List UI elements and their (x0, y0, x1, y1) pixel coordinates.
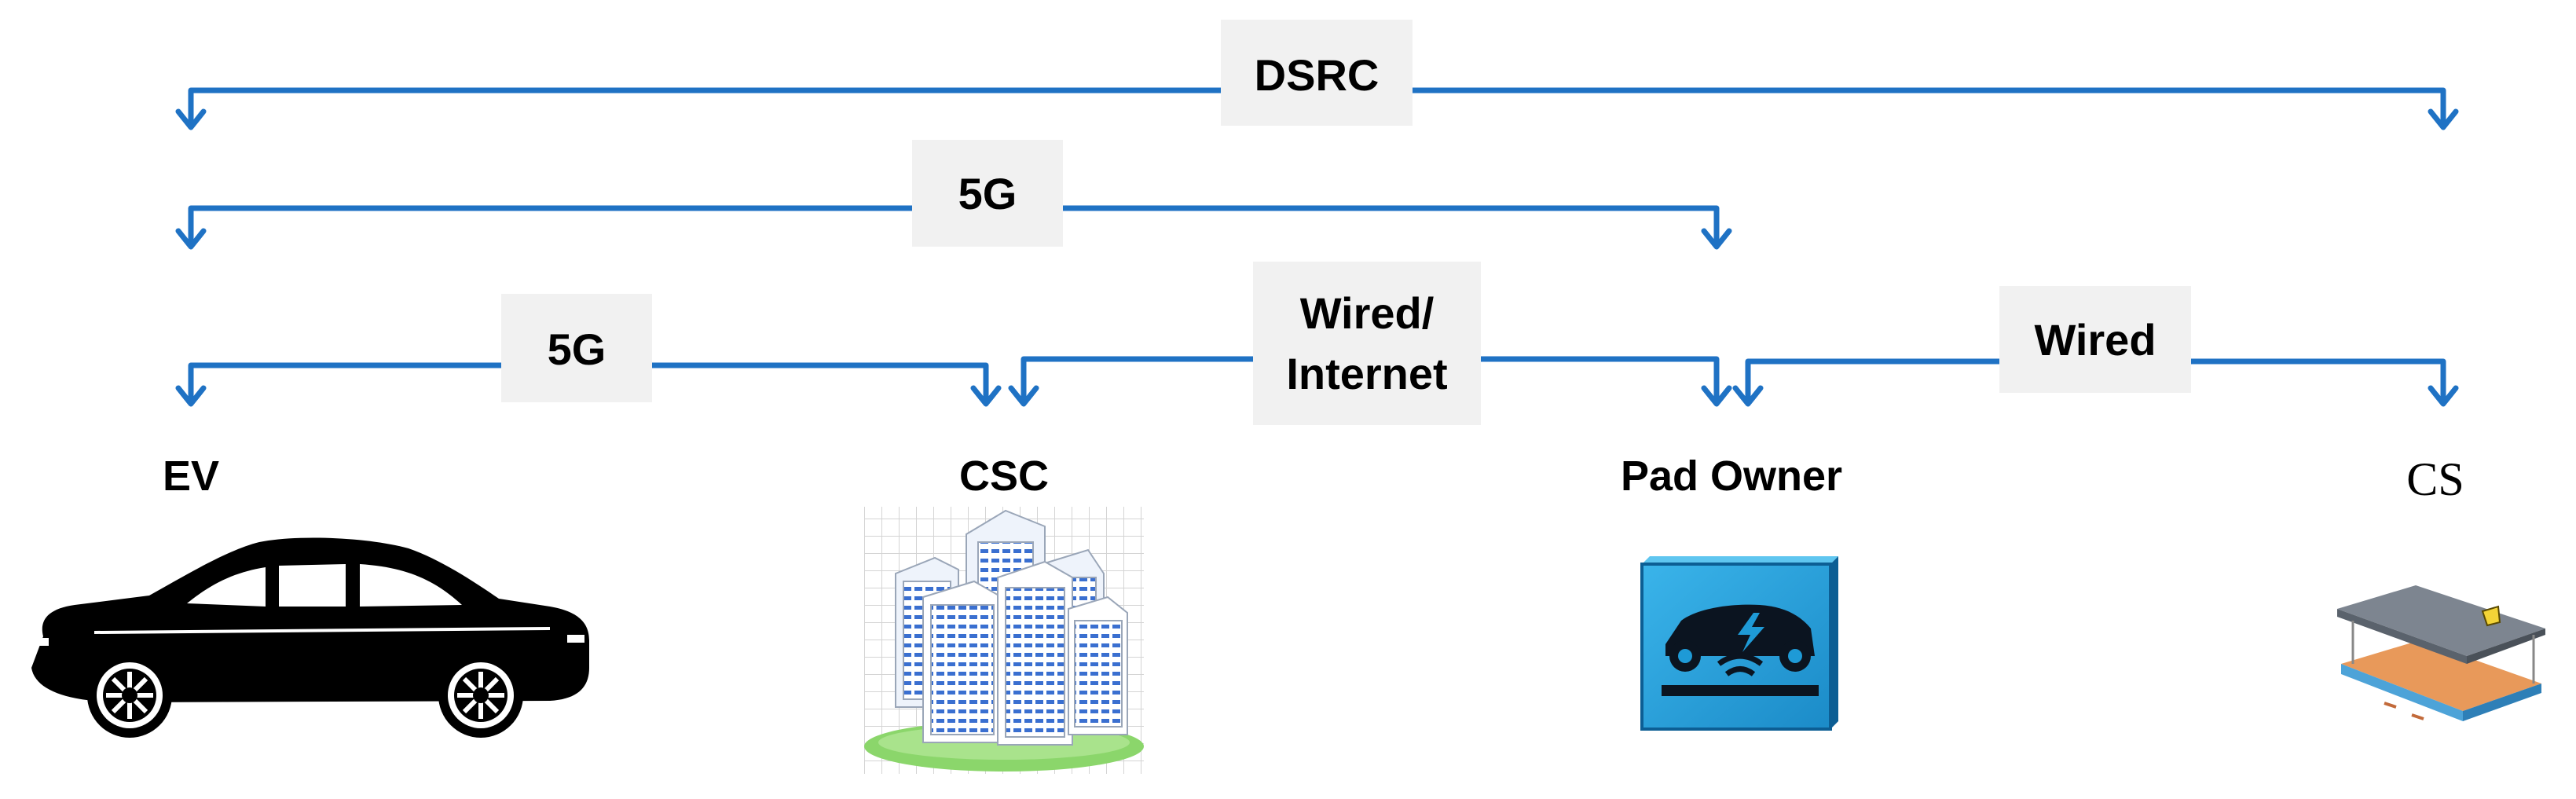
arrow-head-cs (2428, 108, 2459, 130)
arrow-head-ev (175, 385, 207, 407)
node-label-ev: EV (163, 453, 219, 500)
arrow-head-pad-owner (1701, 228, 1732, 250)
arrow-head-ev (175, 228, 207, 250)
node-label-csc: CSC (959, 453, 1049, 500)
link-5g-ev-pad-owner-label-box (912, 140, 1063, 247)
arrow-head-cs (2428, 385, 2459, 407)
link-5g-ev-pad-owner-label: 5G (958, 169, 1017, 218)
wheel-front (87, 653, 172, 738)
link-wired-label: Wired (2034, 315, 2156, 365)
link-wired-internet: Wired/ Internet (1008, 262, 1732, 425)
arrow-head-pad-owner (1732, 385, 1764, 407)
link-dsrc-label-box (1221, 20, 1413, 126)
link-dsrc-label: DSRC (1255, 50, 1380, 100)
charging-plate-icon (2337, 585, 2545, 721)
link-dsrc: DSRC (175, 20, 2459, 130)
ev-charging-pad-icon (1640, 556, 1838, 731)
node-label-cs: CS (2406, 453, 2464, 505)
wheel-rear (438, 653, 523, 738)
link-wired: Wired (1732, 286, 2459, 407)
car-icon (31, 537, 589, 738)
link-wired-internet-label-line2: Internet (1286, 349, 1447, 398)
link-5g-ev-pad-owner: 5G (175, 140, 1732, 250)
arrow-head-csc (1008, 385, 1039, 407)
link-wired-internet-label-box (1253, 262, 1481, 425)
city-buildings-icon (864, 507, 1144, 774)
arrow-head-ev (175, 108, 207, 130)
link-wired-label-box (1999, 286, 2191, 393)
arrow-head-csc (970, 385, 1002, 407)
link-wired-internet-label-line1: Wired/ (1300, 288, 1435, 338)
link-5g-ev-csc: 5G (175, 294, 1002, 407)
node-label-pad-owner: Pad Owner (1621, 453, 1842, 500)
link-5g-ev-csc-label-box (501, 294, 652, 402)
link-5g-ev-csc-label: 5G (548, 324, 606, 374)
arrow-head-pad-owner (1701, 385, 1732, 407)
